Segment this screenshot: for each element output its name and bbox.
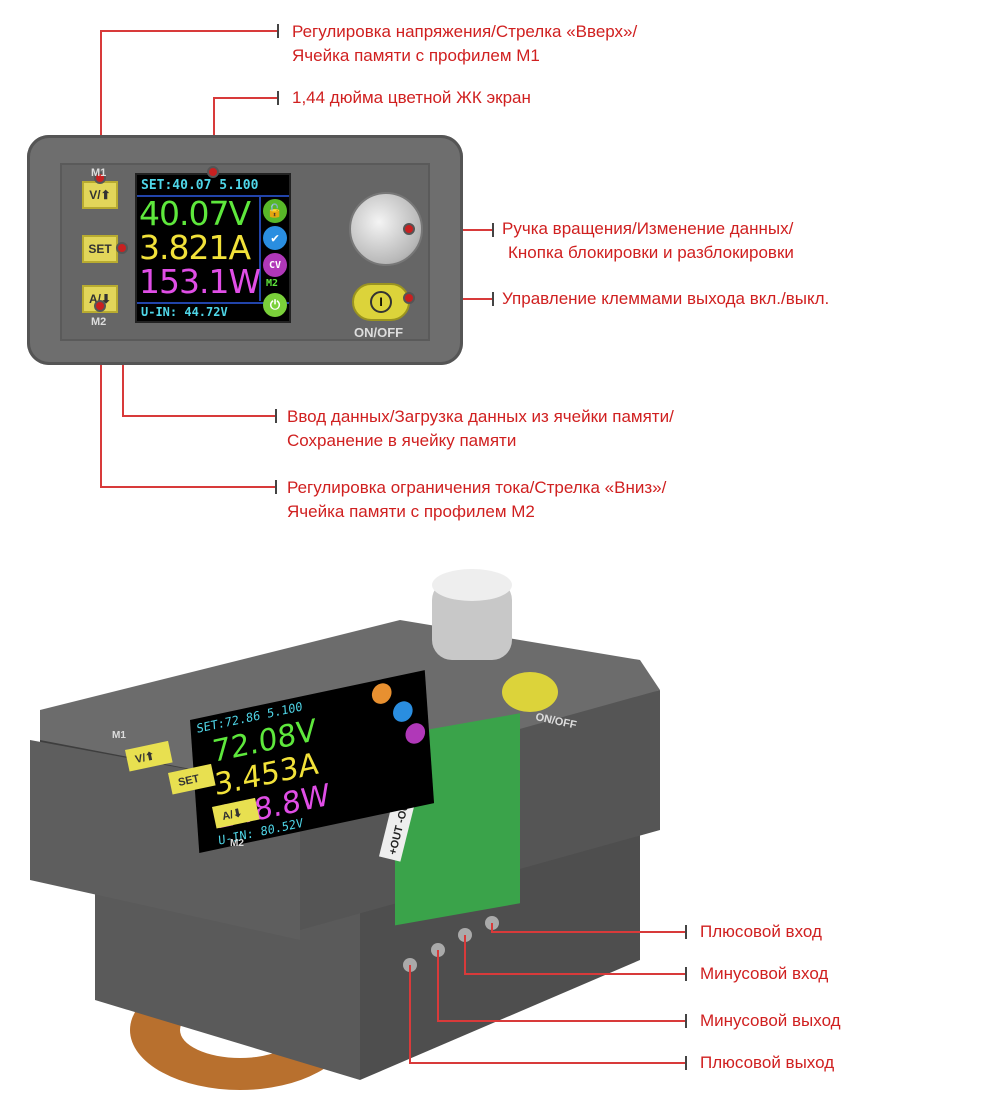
lcd-screen: SET:40.07 5.100 40.07V 3.821A 153.1W U-I… — [135, 173, 291, 323]
callout-line: Ввод данных/Загрузка данных из ячейки па… — [287, 407, 674, 426]
callout-output-minus: Минусовой выход — [700, 1011, 841, 1030]
callout-dot — [116, 242, 128, 254]
leader-line — [100, 486, 275, 488]
voltage-readout: 40.07V — [139, 194, 251, 233]
callout-onoff: Управление клеммами выхода вкл./выкл. — [502, 289, 830, 308]
set-readout: SET:40.07 5.100 — [141, 178, 259, 193]
cv-mode-icon — [405, 723, 426, 744]
callout-line: Ячейка памяти с профилем M2 — [287, 502, 535, 521]
voltage-up-button[interactable]: V/⬆ — [82, 181, 118, 209]
callout-dot — [207, 166, 219, 178]
leader-line — [100, 30, 278, 32]
m1-label: M1 — [91, 167, 107, 179]
m2-label: M2 — [230, 838, 244, 849]
power-readout: 153.1W — [139, 262, 261, 301]
current-down-button[interactable]: A/⬇ — [212, 797, 260, 829]
callout-line: Сохранение в ячейку памяти — [287, 431, 517, 450]
callout-output-plus: Плюсовой выход — [700, 1053, 835, 1072]
button-label: V/⬆ — [134, 750, 156, 766]
callout-dot — [403, 223, 415, 235]
callout-set-button: Ввод данных/Загрузка данных из ячейки па… — [287, 405, 674, 453]
callout-line: Регулировка напряжения/Стрелка «Вверх»/ — [292, 22, 638, 41]
power-supply-perspective: +OUT -OUT -IN +IN ON/OFF SET:72.86 5.100… — [30, 569, 687, 1090]
power-icon: I — [370, 291, 392, 313]
callout-dot — [94, 172, 106, 184]
lock-icon — [371, 683, 392, 704]
current-readout: 3.821A — [139, 228, 251, 267]
m2-label: M2 — [91, 316, 107, 328]
callout-input-minus: Минусовой вход — [700, 964, 829, 983]
voltage-up-button[interactable]: V/⬆ — [125, 740, 173, 772]
callout-line: Кнопка блокировки и разблокировки — [508, 243, 794, 262]
leader-line — [100, 305, 102, 487]
callout-dot — [403, 292, 415, 304]
leader-tick — [492, 292, 494, 306]
onoff-button[interactable] — [502, 672, 558, 712]
callout-line: Регулировка ограничения тока/Стрелка «Вн… — [287, 478, 667, 497]
callout-input-plus: Плюсовой вход — [700, 922, 822, 941]
leader-line — [213, 97, 278, 99]
knob-bottom[interactable] — [432, 569, 512, 660]
check-icon — [393, 701, 413, 722]
leader-tick — [275, 409, 277, 423]
callout-knob: Ручка вращения/Изменение данных/Кнопка б… — [502, 217, 794, 265]
leader-tick — [277, 24, 279, 38]
m1-label: M1 — [112, 730, 126, 741]
callout-line: Ячейка памяти с профилем M1 — [292, 46, 540, 65]
cv-mode-icon: CV — [263, 253, 287, 277]
leader-line — [100, 30, 102, 178]
onoff-label: ON/OFF — [354, 325, 404, 340]
onoff-button[interactable]: I — [352, 283, 410, 321]
callout-line: Ручка вращения/Изменение данных/ — [502, 219, 794, 238]
callout-dot — [94, 300, 106, 312]
callout-down-button: Регулировка ограничения тока/Стрелка «Вн… — [287, 476, 666, 524]
button-label: SET — [177, 773, 201, 789]
memory-indicator: M2 — [266, 278, 279, 289]
leader-tick — [492, 223, 494, 237]
leader-tick — [275, 480, 277, 494]
power-supply-front: V/⬆ SET A/⬇ M1 M2 SET:40.07 5.100 40.07V… — [27, 135, 463, 365]
set-button[interactable]: SET — [168, 763, 216, 795]
unlock-icon: 🔓 — [263, 199, 287, 223]
check-icon: ✔ — [263, 226, 287, 250]
leader-tick — [277, 91, 279, 105]
input-voltage-readout: U-IN: 44.72V — [141, 305, 228, 319]
button-label: A/⬇ — [221, 807, 243, 823]
callout-up-button: Регулировка напряжения/Стрелка «Вверх»/ Я… — [292, 20, 637, 68]
set-button[interactable]: SET — [82, 235, 118, 263]
power-icon: ⏻ — [263, 293, 287, 317]
callout-screen: 1,44 дюйма цветной ЖК экран — [292, 88, 531, 107]
leader-line — [122, 415, 275, 417]
leader-lines — [409, 923, 685, 1064]
